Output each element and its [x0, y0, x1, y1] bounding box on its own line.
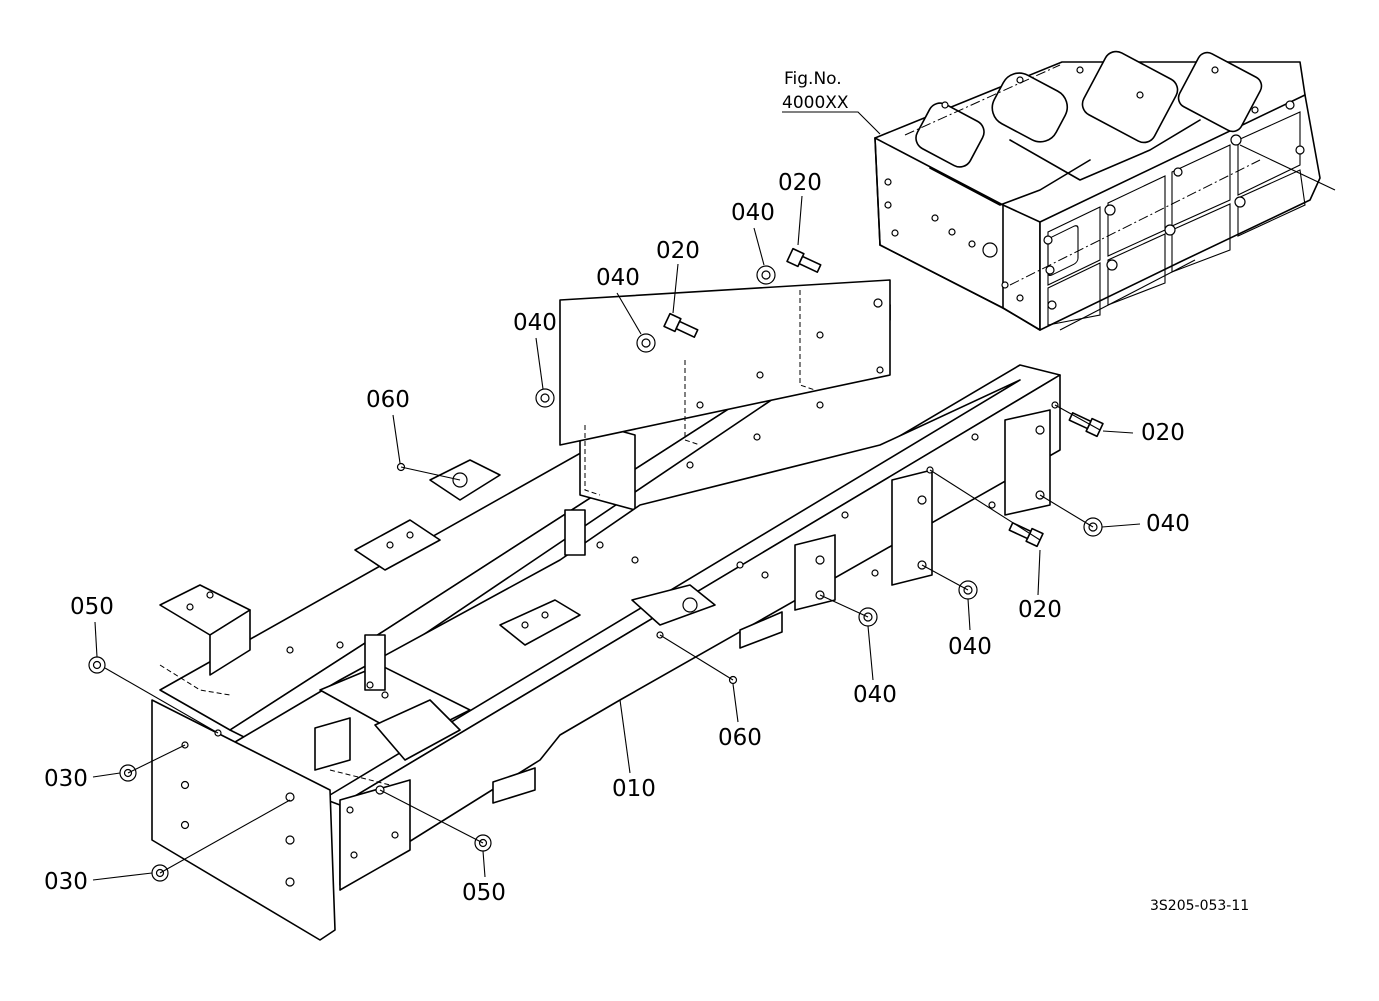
frame-holes [180, 298, 1059, 887]
bolt-020-mid [663, 312, 699, 338]
callout-030-lower: 030 [44, 869, 88, 895]
housing-holes [884, 66, 1305, 310]
bolt-020-low [1008, 522, 1044, 548]
callout-040-bottom: 040 [853, 682, 897, 708]
callout-040-right: 040 [1146, 511, 1190, 537]
hidden-lines [159, 290, 816, 786]
figure-reference: Fig.No. 4000XX [782, 69, 881, 135]
drawing-code: 3S205-053-11 [1150, 898, 1249, 914]
callout-010: 010 [612, 776, 656, 802]
callout-040-top: 040 [731, 200, 775, 226]
bolts-020 [663, 247, 1104, 548]
callout-030-upper: 030 [44, 766, 88, 792]
callout-020-top: 020 [778, 170, 822, 196]
callout-060-bottom: 060 [718, 725, 762, 751]
callout-050-bottom: 050 [462, 880, 506, 906]
callout-labels: 020 040 020 040 040 060 020 040 020 040 … [44, 170, 1190, 906]
figure-ref-line2: 4000XX [782, 93, 849, 113]
callout-040-left: 040 [513, 310, 557, 336]
callout-020-right: 020 [1141, 420, 1185, 446]
callout-020-mid: 020 [656, 238, 700, 264]
callout-040-low: 040 [948, 634, 992, 660]
figure-ref-line1: Fig.No. [784, 69, 842, 89]
callout-020-low: 020 [1018, 597, 1062, 623]
transmission-housing [874, 50, 1336, 331]
callout-040-mid: 040 [596, 265, 640, 291]
bolt-020-right [1068, 412, 1104, 438]
callout-050-left: 050 [70, 594, 114, 620]
bolt-020-top [786, 247, 822, 273]
leader-lines [92, 195, 1141, 881]
callout-060-top: 060 [366, 387, 410, 413]
